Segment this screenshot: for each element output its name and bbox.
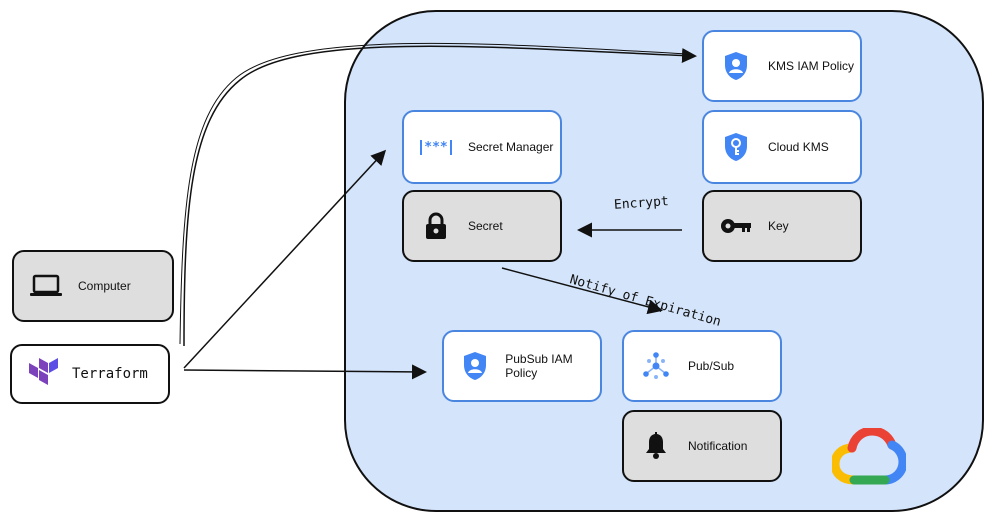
lock-icon — [418, 212, 454, 240]
arrow-secret-to-pubsub — [501, 267, 663, 315]
arrow-terraform-to-kms-iam — [183, 45, 697, 347]
pubsub-iam-policy-label: PubSub IAM Policy — [505, 352, 573, 380]
computer-node[interactable]: Computer — [12, 250, 174, 322]
shield-key-icon — [718, 132, 754, 162]
terraform-logo-icon — [26, 357, 62, 391]
google-cloud-logo-icon — [830, 426, 908, 491]
key-node[interactable]: Key — [702, 190, 862, 262]
notification-label: Notification — [688, 439, 748, 453]
terraform-label: Terraform — [72, 366, 148, 382]
shield-user-icon — [458, 351, 491, 381]
secret-node[interactable]: Secret — [402, 190, 562, 262]
secret-manager-node[interactable]: *** Secret Manager — [402, 110, 562, 184]
computer-label: Computer — [78, 279, 131, 293]
secret-manager-icon-glyph: *** — [420, 139, 452, 155]
pubsub-iam-policy-node[interactable]: PubSub IAM Policy — [442, 330, 602, 402]
laptop-icon — [28, 274, 64, 298]
pubsub-icon — [638, 351, 674, 381]
kms-iam-policy-node[interactable]: KMS IAM Policy — [702, 30, 862, 102]
pubsub-node[interactable]: Pub/Sub — [622, 330, 782, 402]
cloud-kms-label: Cloud KMS — [768, 140, 829, 154]
secret-label: Secret — [468, 219, 503, 233]
notification-node[interactable]: Notification — [622, 410, 782, 482]
arrow-terraform-to-kms-iam-sketch — [179, 42, 691, 345]
key-icon — [718, 217, 754, 235]
shield-user-icon — [718, 51, 754, 81]
arrow-terraform-to-secret-manager — [183, 149, 387, 369]
secret-manager-icon: *** — [418, 139, 454, 155]
key-label: Key — [768, 219, 789, 233]
secret-manager-label: Secret Manager — [468, 140, 554, 154]
terraform-node[interactable]: Terraform — [10, 344, 170, 404]
cloud-kms-node[interactable]: Cloud KMS — [702, 110, 862, 184]
pubsub-label: Pub/Sub — [688, 359, 735, 373]
bell-icon — [638, 432, 674, 460]
arrow-terraform-to-pubsub-iam — [183, 364, 427, 380]
kms-iam-policy-label: KMS IAM Policy — [768, 59, 855, 73]
